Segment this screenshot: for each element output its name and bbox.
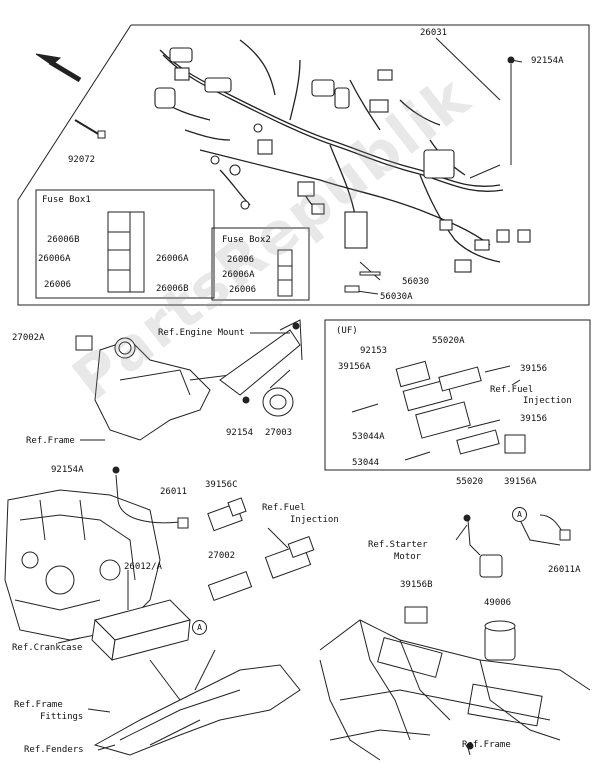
bolt-92154a-icon	[469, 56, 523, 179]
part-39156-uf2-label[interactable]: 39156	[520, 414, 548, 424]
part-26006a-right-label[interactable]: 26006A	[156, 254, 189, 264]
fuse-box1-frame	[35, 189, 215, 299]
part-39156-uf-label[interactable]: 39156	[520, 364, 548, 374]
ref-frame-label: Ref.Frame	[26, 436, 75, 446]
part-27003-label[interactable]: 27003	[265, 428, 293, 438]
part-92072-label[interactable]: 92072	[68, 155, 96, 165]
ref-fuel-injection-label-1: Ref.Fuel	[262, 503, 306, 513]
fb2-part-26006b-label[interactable]: 26006	[229, 285, 257, 295]
ref-starter-motor-label-2: Motor	[394, 552, 422, 562]
part-39156c-label[interactable]: 39156C	[205, 480, 238, 490]
part-27002-label[interactable]: 27002	[208, 551, 236, 561]
relay-27002-icon	[207, 571, 253, 601]
relay-39156c-icon	[207, 497, 247, 532]
part-39156a-uf2-label[interactable]: 39156A	[504, 477, 537, 487]
part-26006b-right-label[interactable]: 26006B	[156, 284, 189, 294]
fuel-filter-icon	[484, 620, 516, 661]
ref-fuel-injection-uf-label-2: Injection	[523, 396, 572, 406]
ref-crankcase-label: Ref.Crankcase	[12, 643, 83, 653]
part-49006-label[interactable]: 49006	[484, 598, 512, 608]
fuse-box1-title: Fuse Box1	[42, 195, 91, 205]
uf-parts-icon	[351, 360, 526, 461]
direction-arrow-icon	[35, 53, 82, 83]
part-53044-label[interactable]: 53044	[352, 458, 380, 468]
bolt-92072-icon	[74, 119, 106, 139]
harness-connectors-icon	[154, 47, 531, 273]
part-56030a-label[interactable]: 56030A	[380, 292, 413, 302]
frame-bracket-icon	[75, 335, 241, 441]
part-56030-label[interactable]: 56030	[402, 277, 430, 287]
connector-tag-a: A	[512, 507, 527, 522]
fuel-injection-relay-icon	[264, 536, 315, 579]
horn-icon	[262, 369, 294, 417]
ref-fenders-label: Ref.Fenders	[24, 745, 84, 755]
ref-fuel-injection-label-2: Injection	[290, 515, 339, 525]
ref-frame-bottom-label: Ref.Frame	[462, 740, 511, 750]
part-26006b-label[interactable]: 26006B	[47, 235, 80, 245]
part-39156a-uf-label[interactable]: 39156A	[338, 362, 371, 372]
battery-icon	[91, 599, 191, 662]
relay-39156b-icon	[404, 606, 428, 624]
fender-icon	[93, 649, 301, 756]
part-55020a-label[interactable]: 55020A	[432, 336, 465, 346]
harness-panel-outline	[17, 24, 590, 306]
fuse-box2-icon	[277, 249, 293, 297]
ref-starter-motor-label-1: Ref.Starter	[368, 540, 428, 550]
ref-engine-mount-label: Ref.Engine Mount	[158, 328, 245, 338]
part-26006-label[interactable]: 26006	[44, 280, 72, 290]
part-53044a-label[interactable]: 53044A	[352, 432, 385, 442]
leader-26031	[435, 37, 501, 101]
part-39156b-label[interactable]: 39156B	[400, 580, 433, 590]
frame-right-icon	[319, 619, 591, 761]
part-26031-label[interactable]: 26031	[420, 28, 448, 38]
part-55020-label[interactable]: 55020	[456, 477, 484, 487]
ref-fuel-injection-uf-label-1: Ref.Fuel	[490, 385, 534, 395]
uf-frame	[324, 319, 591, 471]
part-92154-label[interactable]: 92154	[226, 428, 254, 438]
part-92154a-label[interactable]: 92154A	[531, 56, 564, 66]
crankcase-icon	[4, 489, 161, 641]
ref-frame-fittings-label-2: Fittings	[40, 712, 84, 722]
fuse-box2-title: Fuse Box2	[222, 235, 271, 245]
engine-mount-bracket-icon	[219, 319, 303, 396]
uf-title: (UF)	[336, 326, 358, 336]
part-26011a-label[interactable]: 26011A	[548, 565, 581, 575]
fuse-box2-frame	[211, 227, 310, 301]
part-26012a-label[interactable]: 26012/A	[124, 562, 162, 572]
ref-frame-fittings-label-1: Ref.Frame	[14, 700, 63, 710]
part-92154a-mid-label[interactable]: 92154A	[51, 465, 84, 475]
fb2-part-26006a-label[interactable]: 26006A	[222, 270, 255, 280]
fuse-box1-icon	[107, 211, 145, 293]
fb2-part-26006-label[interactable]: 26006	[227, 255, 255, 265]
part-27002a-label[interactable]: 27002A	[12, 333, 45, 343]
part-26006a-label[interactable]: 26006A	[38, 254, 71, 264]
part-92153-label[interactable]: 92153	[360, 346, 388, 356]
battery-cable-26011-icon	[112, 466, 189, 529]
connector-tag-a-2: A	[192, 620, 207, 635]
part-26011-label[interactable]: 26011	[160, 487, 188, 497]
starter-relay-icon	[467, 514, 571, 578]
